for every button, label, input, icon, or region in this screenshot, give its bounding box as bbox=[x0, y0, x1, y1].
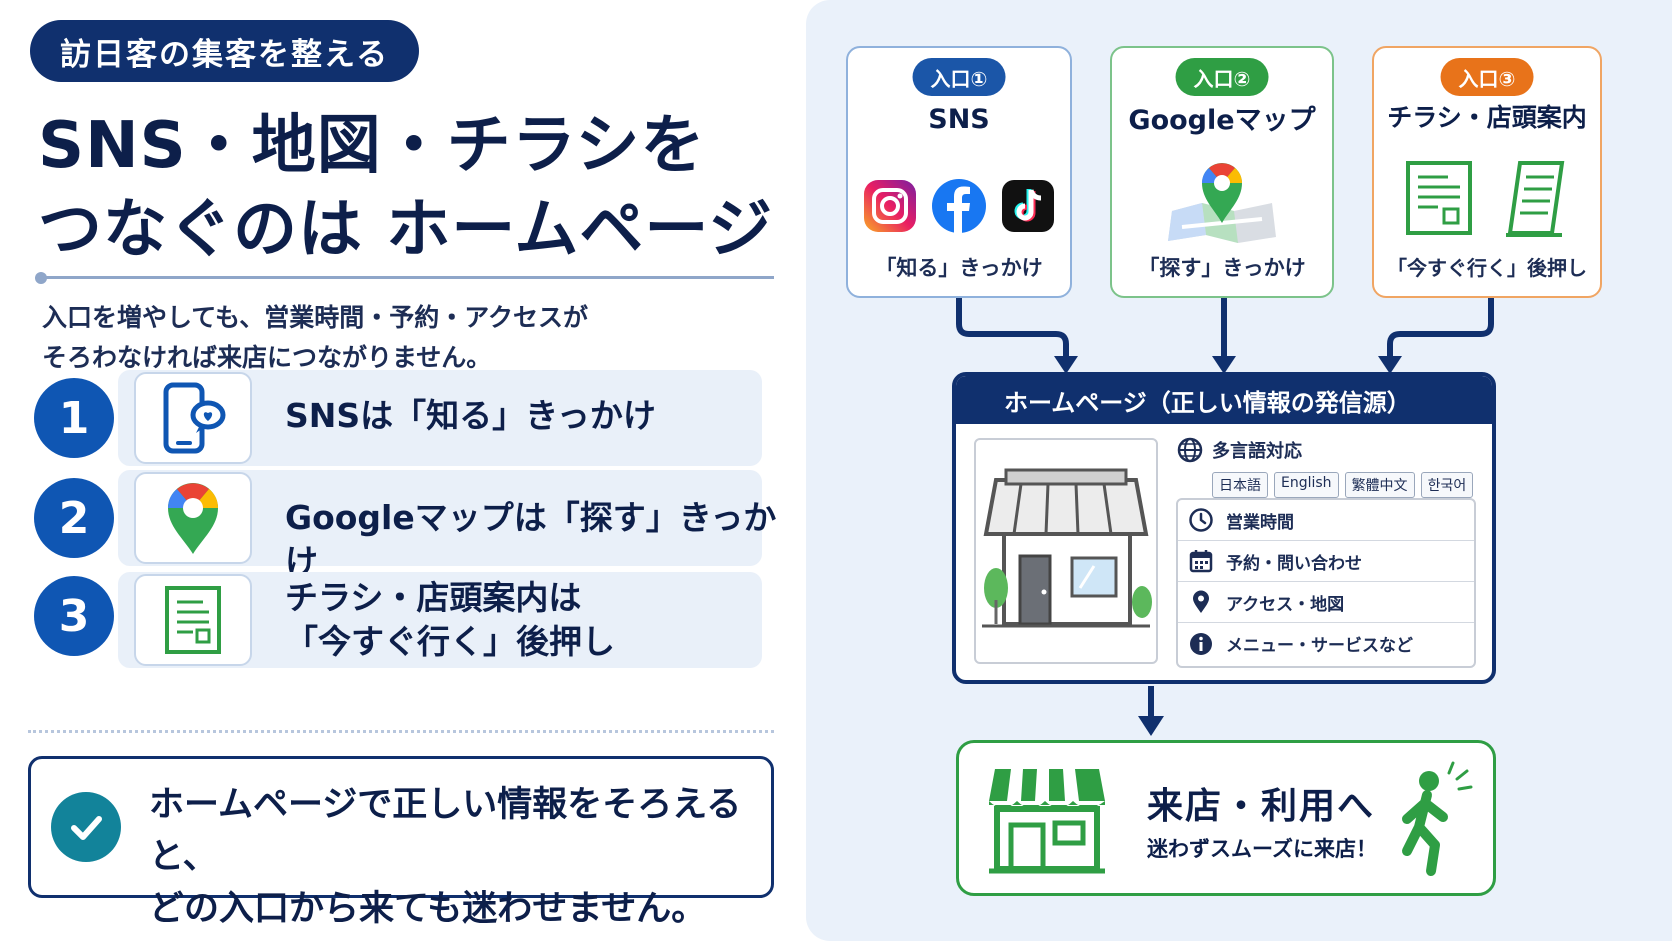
visit-title: 来店・利用へ bbox=[1147, 786, 1376, 827]
headline-line-2: つなぐのは ホームページ bbox=[38, 193, 774, 267]
entry-2-title: Googleマップ bbox=[1128, 105, 1316, 136]
flyer-icon bbox=[165, 586, 221, 654]
info-row-reservation: 予約・問い合わせ bbox=[1178, 541, 1474, 582]
title-divider bbox=[36, 276, 774, 279]
section-tag: 訪日客の集客を整える bbox=[30, 20, 420, 82]
intro-line-1: 入口を増やしても、営業時間・予約・アクセスが bbox=[42, 303, 589, 332]
info-hours-label: 営業時間 bbox=[1226, 512, 1294, 533]
entry-1-title: SNS bbox=[928, 104, 990, 135]
visit-subtitle: 迷わずスムーズに来店！ bbox=[1147, 837, 1377, 861]
shop-illustration bbox=[974, 438, 1158, 664]
step-2-number: 2 bbox=[34, 478, 114, 558]
check-icon bbox=[51, 792, 121, 862]
multilang-section: 多言語対応 日本語 English 繁體中文 한국어 bbox=[1176, 436, 1474, 498]
entry-3-badge: 入口③ bbox=[1440, 58, 1534, 96]
entry-card-googlemap: 入口② Googleマップ 「探す」きっかけ bbox=[1110, 46, 1334, 298]
step-1-text: SNSは「知る」きっかけ bbox=[285, 396, 656, 435]
info-icon bbox=[1190, 632, 1212, 655]
intro-text: 入口を増やしても、営業時間・予約・アクセスが そろわなければ来店につながりません… bbox=[42, 298, 762, 378]
headline-line-1: SNS・地図・チラシを bbox=[38, 109, 706, 183]
entry-2-sub: 「探す」きっかけ bbox=[1138, 256, 1306, 280]
title-divider-dot bbox=[35, 272, 47, 284]
arrow-head-3 bbox=[1378, 356, 1402, 374]
entry-3-sub: 「今すぐ行く」後押し bbox=[1387, 256, 1587, 280]
googlemap-icon-wrap bbox=[1112, 146, 1332, 246]
homepage-title: ホームページ（正しい情報の発信源） bbox=[956, 376, 1492, 424]
lang-chip-zh[interactable]: 繁體中文 bbox=[1344, 472, 1415, 498]
diagram-panel: 入口① SNS 「知る」きっかけ 入 bbox=[806, 0, 1672, 941]
arrow-head-1 bbox=[1054, 356, 1078, 374]
info-row-hours: 営業時間 bbox=[1178, 500, 1474, 541]
multilang-title: 多言語対応 bbox=[1212, 441, 1302, 462]
step-3-text-line-1: チラシ・店頭案内は bbox=[285, 578, 582, 617]
step-3-text-line-2: 「今すぐ行く」後押し bbox=[285, 622, 615, 661]
down-arrow bbox=[1138, 686, 1164, 736]
walking-person-icon bbox=[1402, 761, 1473, 876]
summary-line-2: どの入口から来ても迷わせません。 bbox=[149, 889, 707, 929]
entry-connectors bbox=[956, 298, 1494, 374]
google-map-icon bbox=[1168, 163, 1276, 243]
calendar-icon bbox=[1189, 550, 1213, 573]
phone-chat-icon bbox=[163, 382, 226, 454]
sns-icons bbox=[848, 156, 1070, 256]
flyer-icons bbox=[1374, 148, 1600, 248]
tiktok-icon bbox=[1002, 180, 1054, 232]
dotted-divider bbox=[28, 730, 774, 733]
entry-card-flyer: 入口③ チラシ・店頭案内 「今すぐ行く」後押し bbox=[1372, 46, 1602, 298]
shop-icon bbox=[982, 468, 1152, 628]
entry-1-badge: 入口① bbox=[912, 58, 1006, 96]
intro-line-2: そろわなければ来店につながりません。 bbox=[42, 343, 492, 372]
language-chips: 日本語 English 繁體中文 한국어 bbox=[1212, 472, 1474, 498]
sign-board-icon bbox=[1506, 161, 1565, 237]
info-list: 営業時間 予約・問い合わせ アクセス・地図 bbox=[1176, 498, 1476, 668]
info-row-access: アクセス・地図 bbox=[1178, 582, 1474, 623]
step-1-iconbox bbox=[134, 372, 252, 464]
location-pin-icon bbox=[1193, 590, 1209, 613]
info-row-menu: メニュー・サービスなど bbox=[1178, 623, 1474, 664]
lang-chip-ja[interactable]: 日本語 bbox=[1212, 472, 1268, 498]
lang-chip-en[interactable]: English bbox=[1274, 472, 1339, 498]
lang-chip-ko[interactable]: 한국어 bbox=[1420, 472, 1474, 498]
instagram-icon bbox=[864, 180, 916, 232]
clock-icon bbox=[1189, 508, 1213, 532]
storefront-icon bbox=[989, 769, 1105, 874]
step-1-number: 1 bbox=[34, 378, 114, 458]
info-reservation-label: 予約・問い合わせ bbox=[1226, 553, 1362, 574]
facebook-icon bbox=[932, 179, 986, 233]
summary-line-1: ホームページで正しい情報をそろえると、 bbox=[149, 785, 742, 877]
step-2-text: Googleマップは「探す」きっかけ bbox=[285, 498, 777, 581]
entry-1-sub: 「知る」きっかけ bbox=[875, 256, 1043, 280]
flyer-paper-icon bbox=[1406, 161, 1472, 235]
visit-box: 来店・利用へ 迷わずスムーズに来店！ bbox=[956, 740, 1496, 896]
step-2-iconbox bbox=[134, 472, 252, 564]
entry-2-badge: 入口② bbox=[1175, 58, 1269, 96]
page-title: SNS・地図・チラシを つなぐのは ホームページ bbox=[38, 104, 773, 272]
entry-card-sns: 入口① SNS 「知る」きっかけ bbox=[846, 46, 1072, 298]
homepage-box: ホームページ（正しい情報の発信源） bbox=[952, 372, 1496, 684]
step-3-iconbox bbox=[134, 574, 252, 666]
step-3-number: 3 bbox=[34, 576, 114, 656]
summary-text: ホームページで正しい情報をそろえると、 どの入口から来ても迷わせません。 bbox=[149, 779, 771, 935]
info-menu-label: メニュー・サービスなど bbox=[1226, 636, 1413, 656]
info-access-label: アクセス・地図 bbox=[1226, 594, 1345, 615]
summary-box: ホームページで正しい情報をそろえると、 どの入口から来ても迷わせません。 bbox=[28, 756, 774, 929]
entry-3-title: チラシ・店頭案内 bbox=[1387, 103, 1587, 132]
globe-icon bbox=[1177, 437, 1203, 463]
left-panel: 訪日客の集客を整える SNS・地図・チラシを つなぐのは ホームページ 入口を増… bbox=[0, 0, 800, 941]
arrow-head-2 bbox=[1212, 356, 1236, 374]
map-pin-icon bbox=[168, 483, 218, 554]
step-3-text: チラシ・店頭案内は 「今すぐ行く」後押し bbox=[285, 576, 615, 664]
